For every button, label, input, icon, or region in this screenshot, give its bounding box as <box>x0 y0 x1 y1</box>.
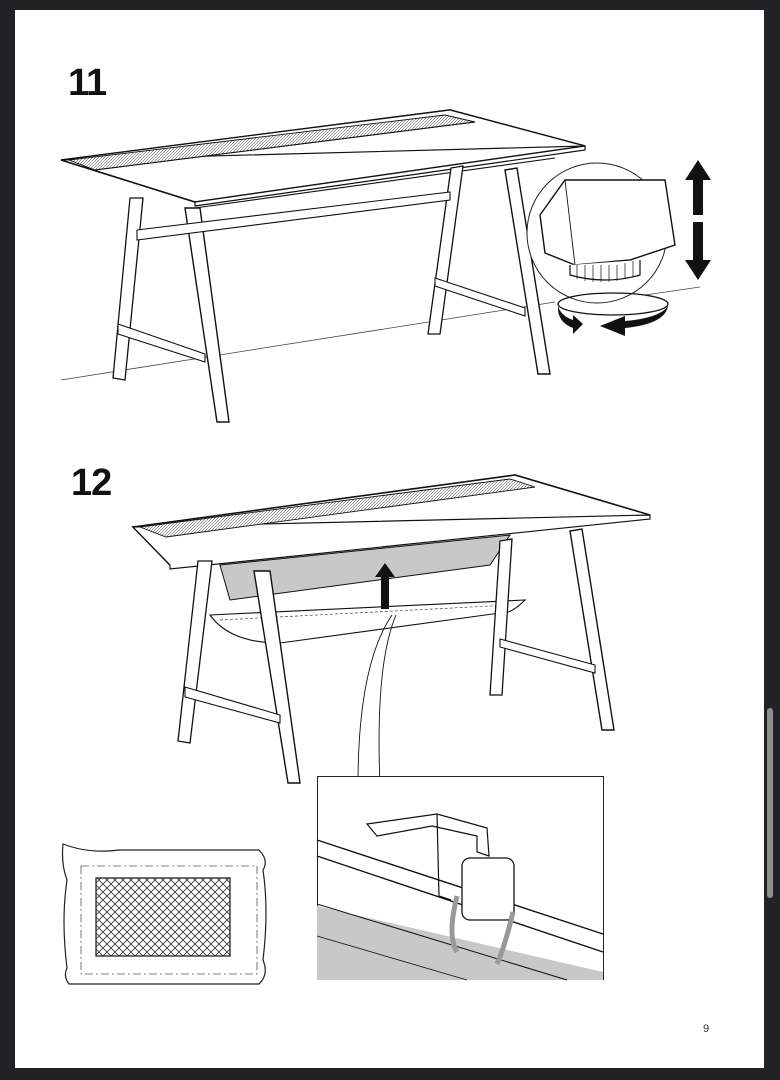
scrollbar-thumb[interactable] <box>767 708 773 898</box>
step-12-table-illustration <box>131 474 651 786</box>
foot-leveler-detail <box>526 162 701 304</box>
step-11-table-illustration <box>60 109 586 423</box>
scrollbar-track[interactable] <box>764 0 780 1080</box>
mesh-fabric-panel-part <box>61 843 267 985</box>
clip-hook-detail <box>316 776 604 981</box>
up-arrow-icon <box>375 563 395 609</box>
step-number-12: 12 <box>71 462 112 504</box>
up-down-arrow-icon <box>685 160 711 280</box>
rotate-arrow-icon <box>557 292 669 336</box>
step-number-11: 11 <box>68 62 107 104</box>
document-page: 11 <box>15 10 764 1068</box>
page-number: 9 <box>703 1023 710 1035</box>
